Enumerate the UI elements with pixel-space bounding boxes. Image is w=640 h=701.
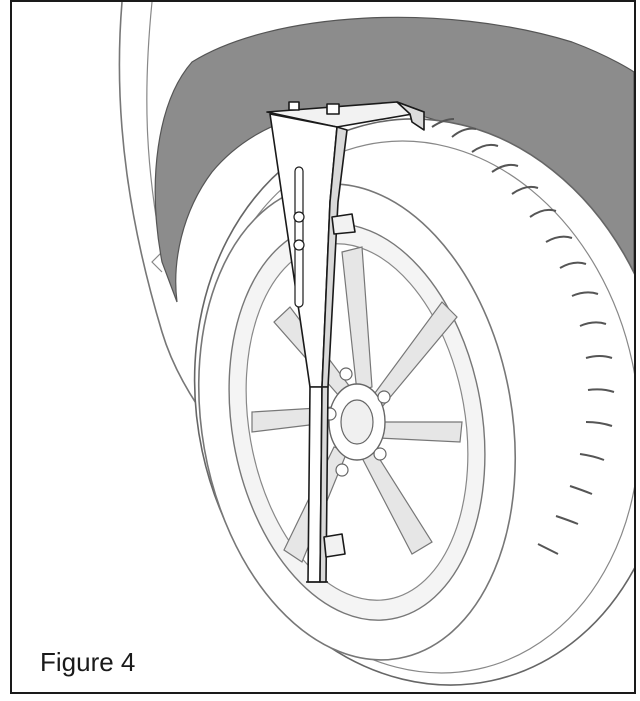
bracket-tool [266,101,425,583]
adjust-slot [294,166,304,308]
lower-contact-pin [323,533,346,558]
bracket-hook [396,101,425,131]
wheel-nuts [323,367,391,477]
hub-cap [340,399,374,445]
figure-caption: Figure 4 [40,647,136,677]
figure-frame: Figure 4 [10,0,636,694]
upper-contact-pin [331,213,356,235]
slot-screws [293,211,305,251]
wheel-bracket-illustration [118,2,634,686]
tyre-tread [431,118,615,555]
bracket-bolts [288,101,340,115]
